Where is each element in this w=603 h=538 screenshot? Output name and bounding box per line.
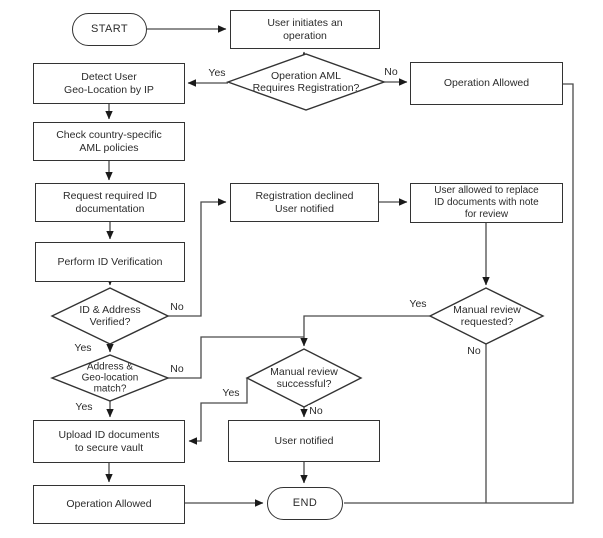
node-request-id-documentation: Request required ID documentation — [35, 183, 185, 222]
edge-label-manualreq-no: No — [466, 345, 482, 357]
edge-label-manualsucc-yes: Yes — [221, 387, 241, 399]
node-registration-declined: Registration declined User notified — [230, 183, 379, 222]
edge-label-opaml-no: No — [383, 66, 399, 78]
node-user-notified: User notified — [228, 420, 380, 462]
diamond-address-geo-match — [50, 354, 170, 402]
edge-manualsucc-yes-to-upload — [188, 378, 248, 445]
edge-label-addrgeo-yes: Yes — [74, 401, 94, 413]
edge-operation-allowed-to-end — [344, 83, 574, 504]
edge-addrgeo-no-to-manual-successful — [168, 336, 304, 379]
edge-label-idaddr-no: No — [169, 301, 185, 313]
edge-label-idaddr-yes: Yes — [73, 342, 93, 354]
node-upload-id-documents: Upload ID documents to secure vault — [33, 420, 185, 463]
node-check-aml-policies: Check country-specific AML policies — [33, 122, 185, 161]
node-start: START — [72, 13, 147, 46]
node-user-initiates-operation: User initiates an operation — [230, 10, 380, 49]
node-operation-allowed-top: Operation Allowed — [410, 62, 563, 105]
edge-idaddr-no-to-registration-declined — [168, 198, 227, 317]
diamond-manual-review-successful — [245, 348, 363, 408]
edge-label-manualsucc-no: No — [308, 405, 324, 417]
edge-manualreq-yes-to-manual-successful — [300, 315, 430, 347]
node-operation-allowed-bottom: Operation Allowed — [33, 485, 185, 524]
edge-label-opaml-yes: Yes — [207, 67, 227, 79]
diamond-manual-review-requested — [428, 287, 545, 345]
diamond-operation-aml-requires — [225, 53, 387, 111]
node-end: END — [267, 487, 343, 520]
diamond-id-address-verified — [50, 287, 170, 345]
node-user-allowed-replace: User allowed to replace ID documents wit… — [410, 183, 563, 223]
edge-label-manualreq-yes: Yes — [408, 298, 428, 310]
node-detect-geo-location: Detect User Geo-Location by IP — [33, 63, 185, 104]
edge-label-addrgeo-no: No — [169, 363, 185, 375]
node-perform-id-verification: Perform ID Verification — [35, 242, 185, 282]
